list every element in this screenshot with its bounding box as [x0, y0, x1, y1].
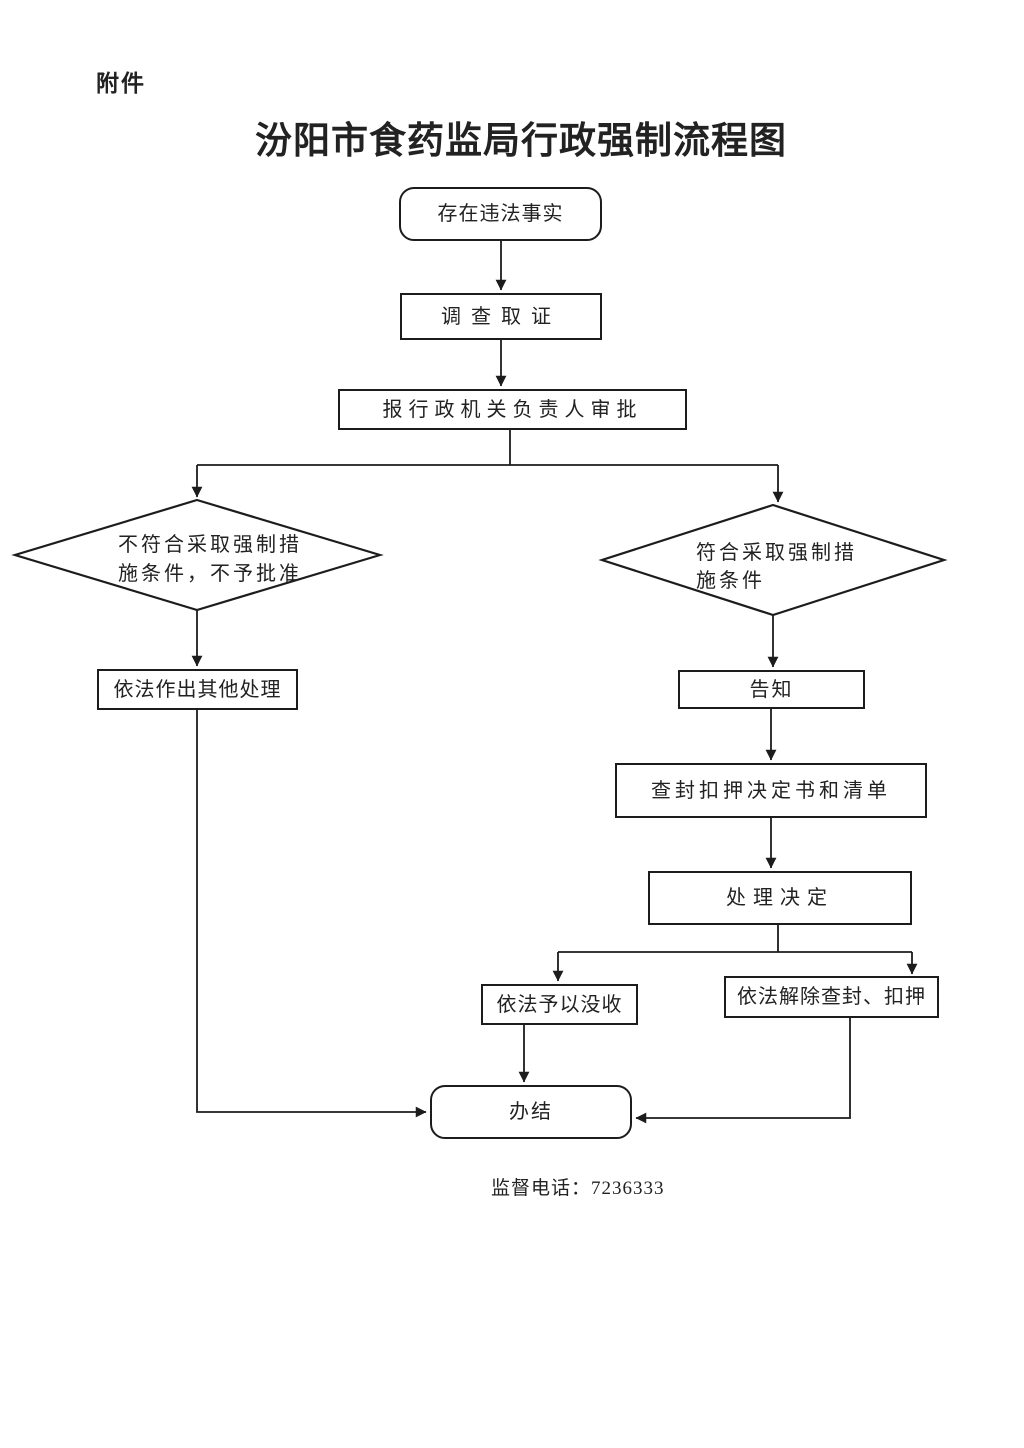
accept-diamond-line2: 施条件	[696, 570, 765, 592]
node-complete-label: 办结	[509, 1101, 553, 1123]
reject-diamond-line1: 不符合采取强制措	[118, 534, 302, 556]
node-notify-label: 告知	[749, 678, 794, 701]
node-handle-decision: 处理决定	[648, 871, 912, 925]
node-approval-label: 报行政机关负责人审批	[382, 398, 643, 421]
node-investigate: 调查取证	[400, 293, 602, 340]
node-confiscate: 依法予以没收	[481, 984, 638, 1025]
accept-diamond-text: 符合采取强制措 施条件	[696, 539, 857, 595]
connector-other-handling-to-complete	[196, 710, 427, 1118]
node-seizure-doc-label: 查封扣押决定书和清单	[651, 779, 891, 802]
page-title: 汾阳市食药监局行政强制流程图	[255, 121, 787, 162]
node-release: 依法解除查封、扣押	[724, 976, 939, 1018]
accept-diamond-line1: 符合采取强制措	[696, 542, 857, 564]
node-start: 存在违法事实	[399, 187, 602, 241]
node-handle-decision-label: 处理决定	[726, 887, 834, 909]
reject-decision-diamond	[11, 498, 384, 612]
node-notify: 告知	[678, 670, 865, 709]
node-investigate-label: 调查取证	[441, 305, 561, 328]
connector-release-to-complete	[635, 1018, 851, 1124]
node-approval: 报行政机关负责人审批	[338, 389, 687, 430]
reject-diamond-text: 不符合采取强制措 施条件，不予批准	[118, 531, 302, 589]
node-other-handling: 依法作出其他处理	[97, 669, 298, 710]
node-confiscate-label: 依法予以没收	[496, 993, 623, 1016]
node-seizure-doc: 查封扣押决定书和清单	[615, 763, 927, 818]
reject-diamond-line2: 施条件，不予批准	[118, 563, 302, 585]
node-release-label: 依法解除查封、扣押	[737, 986, 926, 1008]
node-complete: 办结	[430, 1085, 632, 1139]
accept-decision-diamond	[598, 503, 948, 617]
supervision-phone: 监督电话：7236333	[491, 1178, 665, 1199]
node-other-handling-label: 依法作出其他处理	[113, 678, 282, 701]
node-start-label: 存在违法事实	[437, 203, 564, 225]
attachment-label: 附件	[96, 71, 146, 96]
